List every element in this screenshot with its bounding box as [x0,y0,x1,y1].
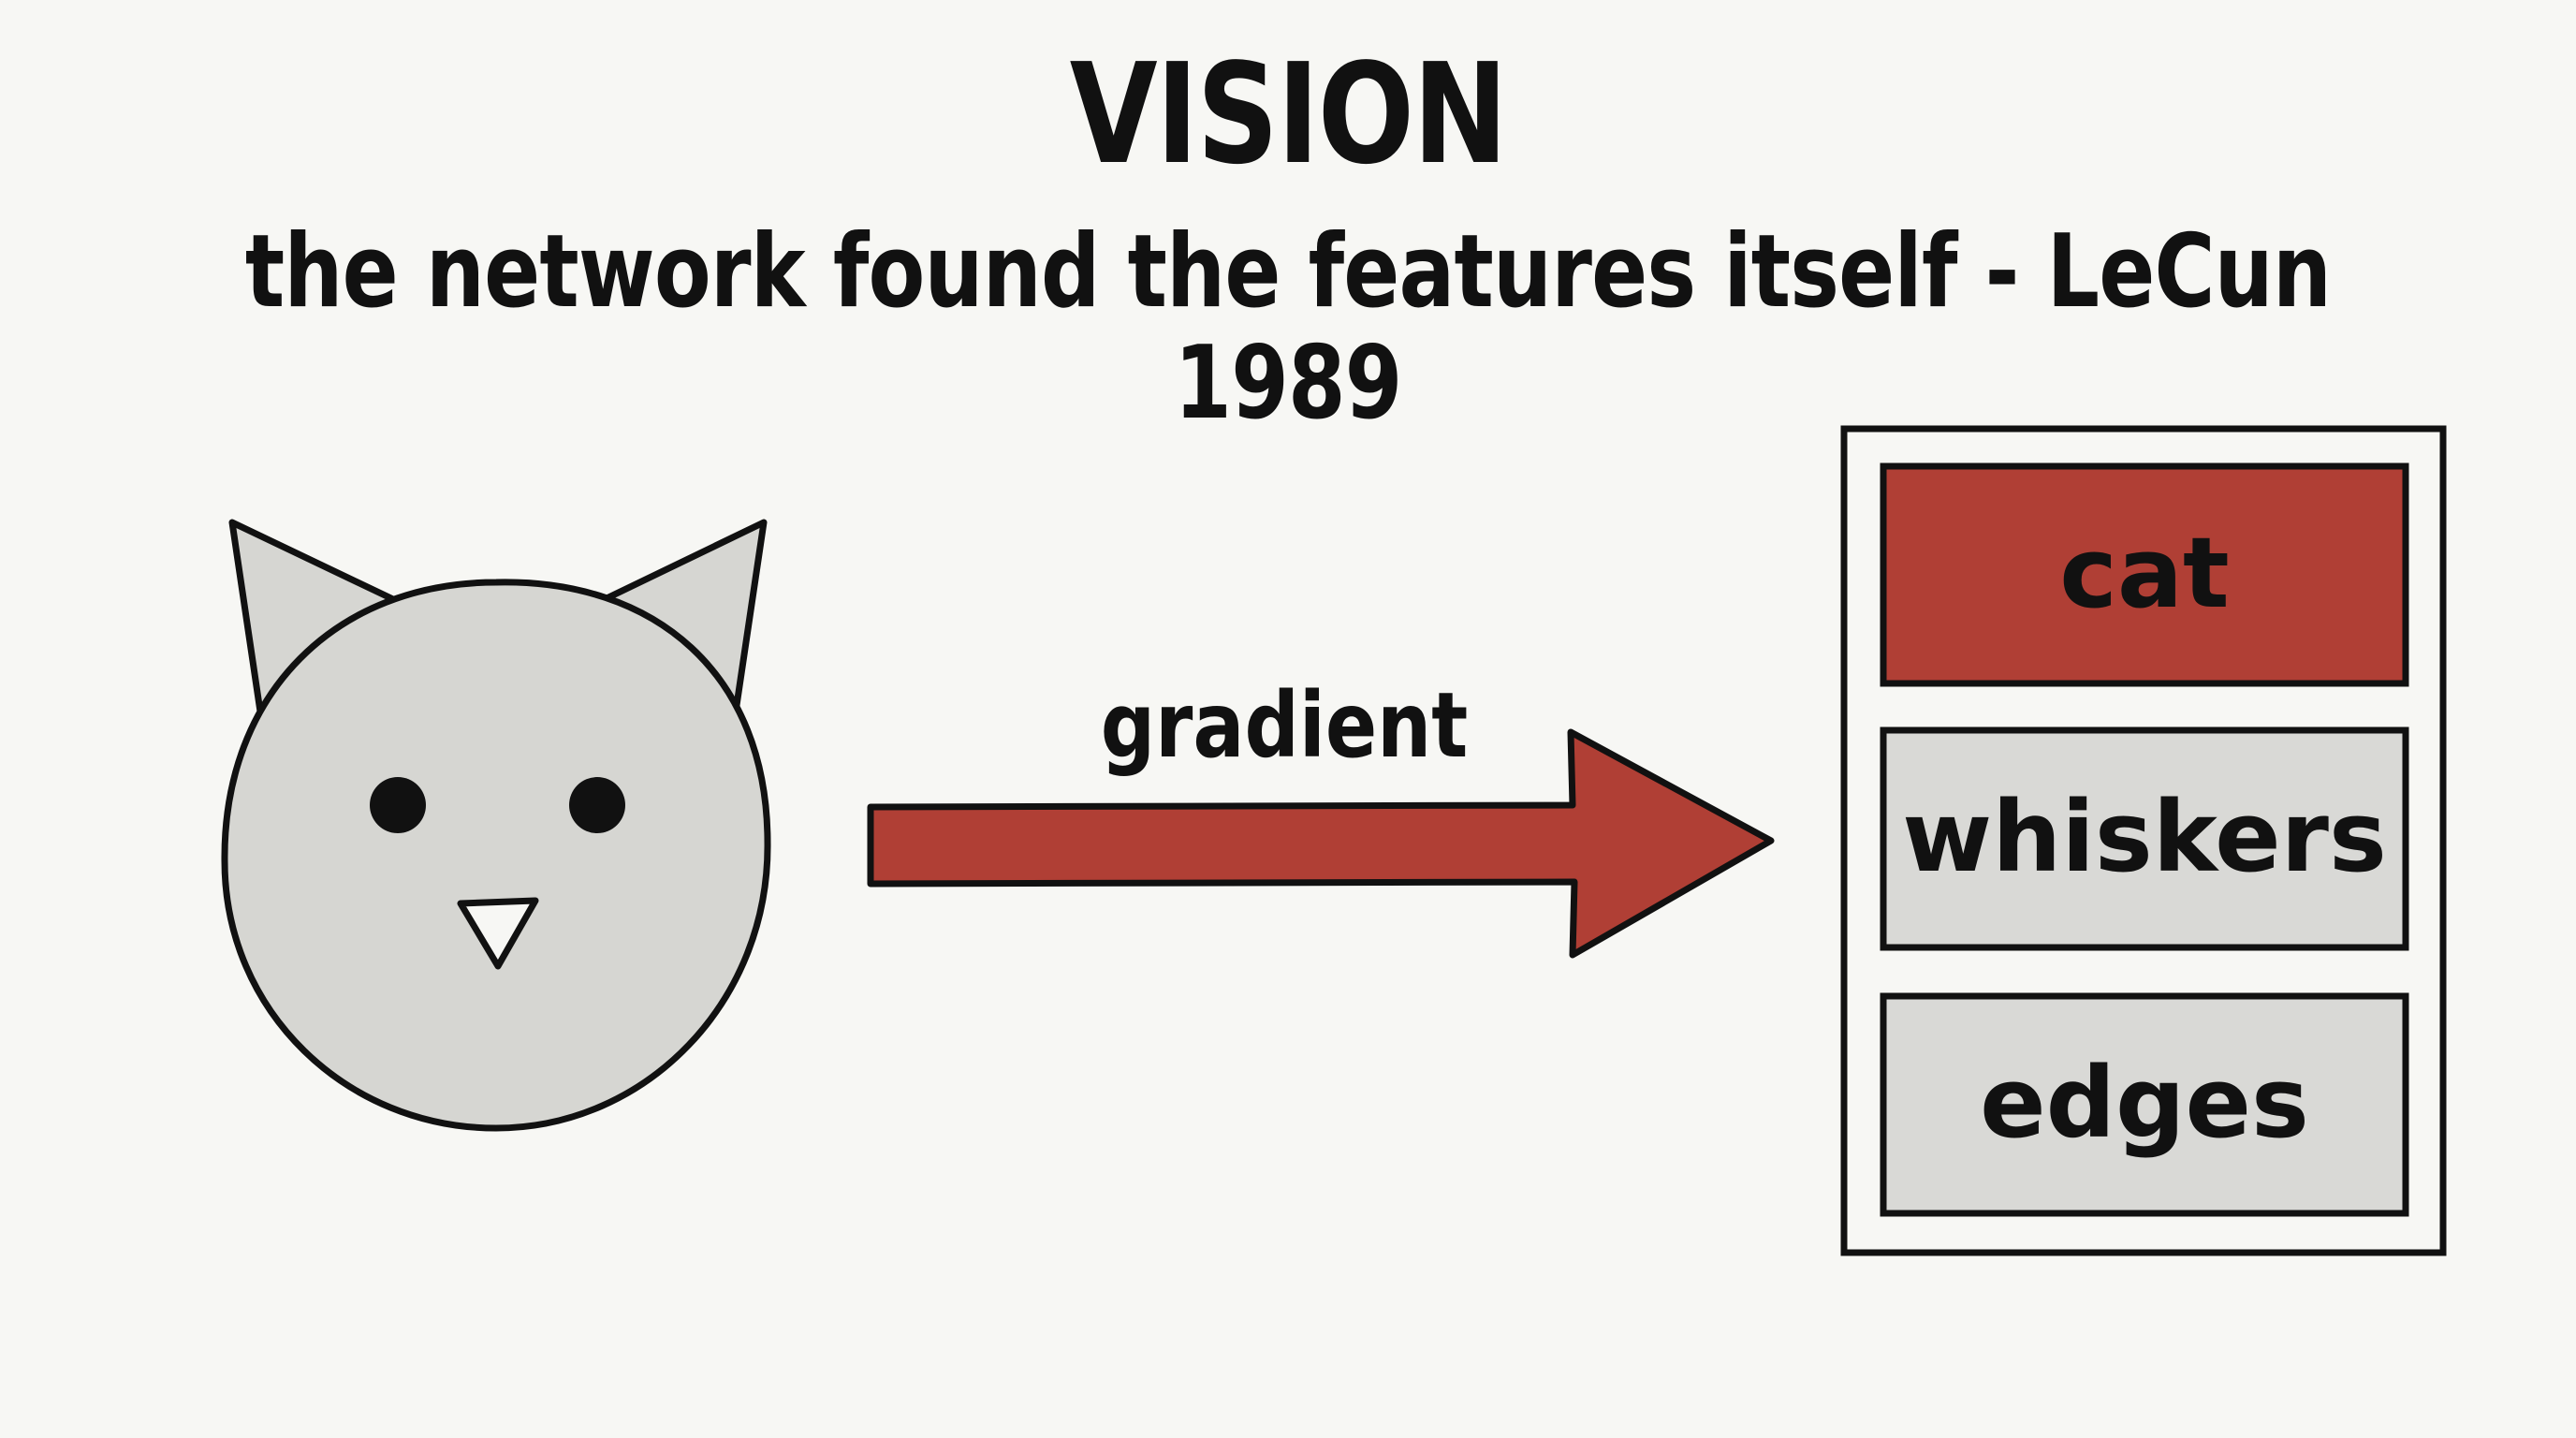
cat-face-icon [221,519,771,1132]
cat-head [221,579,771,1132]
page-title: VISION [1069,34,1508,195]
cat-right-eye [569,777,625,833]
cat-left-eye [370,777,426,833]
layer-whiskers-label: whiskers [1902,780,2387,894]
layer-edges-label: edges [1980,1046,2309,1160]
layer-cat-box [1880,462,2409,687]
layer-cat-label: cat [2059,516,2230,630]
arrow-right-icon [867,728,1775,959]
feature-stack: cat whiskers edges [1840,425,2447,1256]
layer-edges-box [1880,992,2409,1217]
arrow-label: gradient [1101,674,1468,779]
page-subtitle: the network found the features itself - … [244,213,2332,442]
cat-nose-icon [457,897,539,970]
layer-whiskers-box [1880,726,2409,951]
